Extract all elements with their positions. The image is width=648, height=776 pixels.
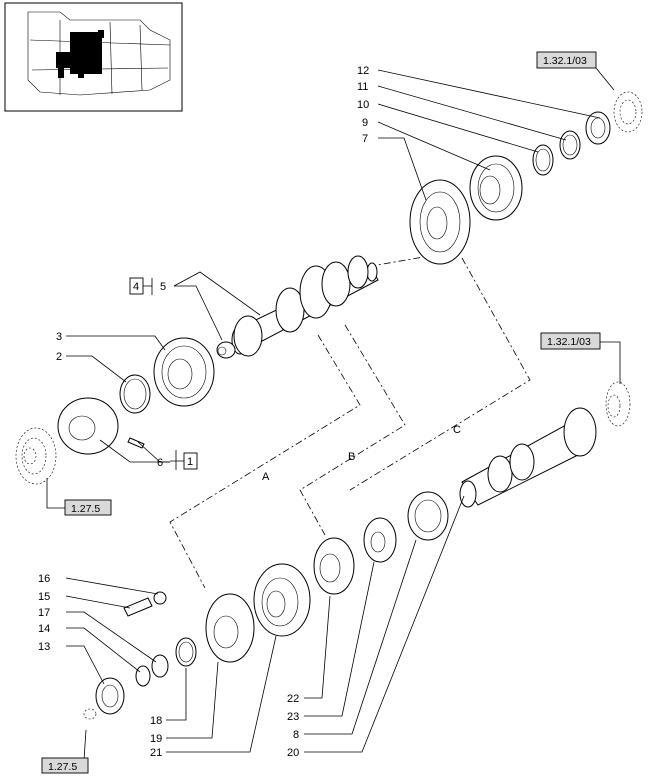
ref-box-left-mid[interactable]: 1.27.5 (46, 484, 112, 516)
svg-text:4: 4 (133, 281, 139, 293)
callout-11: 11 (357, 81, 368, 93)
gear-7 (409, 179, 471, 265)
svg-text:1.32.1/03: 1.32.1/03 (547, 336, 591, 348)
svg-text:1.27.5: 1.27.5 (48, 761, 77, 773)
ring-11 (559, 130, 581, 160)
ring-18 (175, 637, 197, 667)
synchro-21 (253, 563, 311, 637)
boxed-callout-1: 1 (170, 450, 198, 470)
locator-inset (4, 2, 183, 112)
callout-2: 2 (56, 351, 62, 363)
callout-numbers: 12 11 10 9 7 5 3 2 6 16 15 17 14 13 18 1… (38, 65, 369, 759)
gear-19 (205, 593, 255, 663)
boxed-callout-4: 4 (129, 277, 153, 295)
assembly-paths (169, 254, 531, 589)
callout-17: 17 (38, 607, 50, 619)
callout-12: 12 (357, 65, 369, 77)
callout-9: 9 (362, 117, 368, 129)
ref-box-mid-right[interactable]: 1.32.1/03 (540, 332, 601, 350)
callout-16: 16 (38, 573, 50, 585)
ghost-gear-left (15, 427, 57, 485)
callout-3: 3 (56, 331, 62, 343)
path-label-a: A (262, 471, 270, 483)
path-label-c: C (453, 424, 461, 436)
ghost-bearing-top-right (613, 91, 643, 133)
callout-15: 15 (38, 591, 50, 603)
bearing-8 (407, 491, 449, 541)
bearing-3 (153, 337, 215, 407)
callout-13: 13 (38, 641, 50, 653)
spacer-5 (216, 341, 236, 359)
gear-22 (313, 537, 355, 595)
lower-shaft (459, 407, 597, 508)
callout-23: 23 (287, 711, 299, 723)
ring-16 (153, 591, 167, 605)
callout-19: 19 (150, 733, 162, 745)
ghost-gear-right (605, 381, 631, 427)
ref-box-top-right[interactable]: 1.32.1/03 (536, 51, 597, 69)
bearing-12 (585, 111, 611, 145)
path-label-b: B (348, 451, 355, 463)
ring-14 (135, 665, 151, 687)
svg-text:1: 1 (187, 456, 193, 468)
gear-23 (363, 517, 397, 563)
callout-6: 6 (157, 457, 163, 469)
pin-15 (123, 597, 153, 617)
ghost-pin-bottom (83, 708, 97, 720)
ring-10 (532, 144, 554, 176)
cover-plate (57, 397, 145, 455)
callout-18: 18 (150, 715, 162, 727)
callout-20: 20 (287, 747, 299, 759)
ref-box-bottom-left[interactable]: 1.27.5 (41, 757, 89, 774)
callout-14: 14 (38, 623, 50, 635)
callout-8: 8 (293, 729, 299, 741)
callout-22: 22 (287, 693, 299, 705)
svg-text:1.27.5: 1.27.5 (71, 503, 100, 515)
callout-7: 7 (362, 133, 368, 145)
synchro-hub-9 (469, 155, 523, 221)
svg-text:1.32.1/03: 1.32.1/03 (543, 55, 587, 67)
leader-lines (46, 67, 621, 761)
upper-main-shaft (231, 255, 379, 357)
callout-10: 10 (357, 99, 369, 111)
callout-5: 5 (160, 281, 166, 293)
snap-ring-2 (119, 374, 151, 414)
callout-21: 21 (150, 747, 162, 759)
bearing-13 (95, 677, 125, 715)
snap-ring-17 (151, 654, 169, 678)
